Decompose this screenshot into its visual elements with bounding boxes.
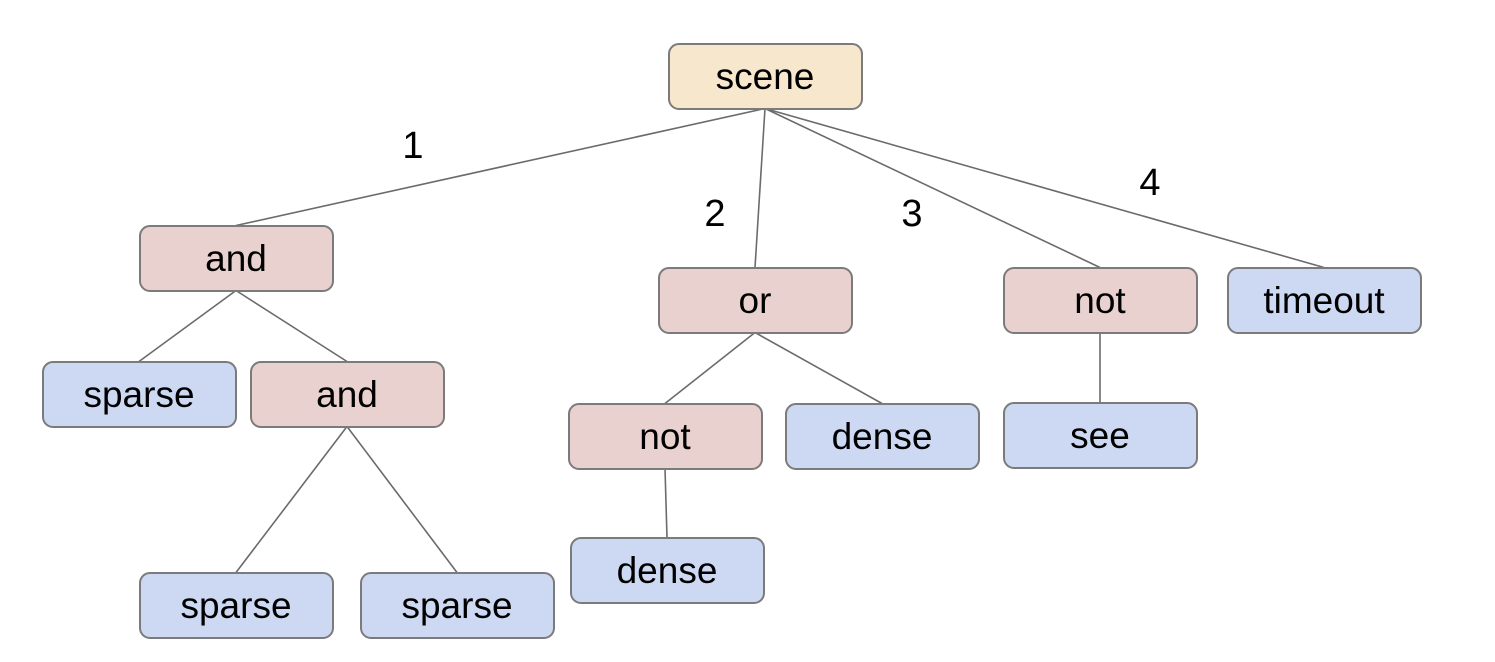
node-scene: scene (667, 42, 863, 110)
edge-and1-and2 (235, 289, 348, 363)
edge-scene-not1 (764, 107, 1101, 269)
node-sparse2: sparse (138, 571, 334, 639)
edge-label-2: 2 (704, 193, 726, 235)
node-sparse3: sparse (359, 571, 555, 639)
node-dense2: dense (569, 536, 765, 604)
node-sparse1: sparse (41, 360, 237, 428)
edge-scene-and1 (235, 107, 766, 227)
edge-or1-not2 (664, 331, 756, 405)
edge-or1-dense1 (754, 331, 883, 405)
node-or1: or (657, 266, 853, 334)
edge-scene-timeout1 (764, 107, 1325, 269)
node-timeout1: timeout (1226, 266, 1422, 334)
node-not1: not (1002, 266, 1198, 334)
edge-and1-sparse1 (138, 289, 237, 363)
node-and2: and (249, 360, 445, 428)
edge-label-4: 4 (1139, 162, 1161, 204)
node-and1: and (138, 224, 334, 292)
node-dense1: dense (784, 402, 980, 470)
edge-label-1: 1 (402, 125, 424, 167)
edge-label-3: 3 (901, 193, 923, 235)
node-see1: see (1002, 401, 1198, 469)
node-not2: not (567, 402, 763, 470)
edge-and2-sparse2 (235, 426, 348, 573)
edge-scene-or1 (754, 108, 766, 268)
edge-not2-dense2 (664, 468, 668, 538)
edge-and2-sparse3 (346, 426, 458, 573)
